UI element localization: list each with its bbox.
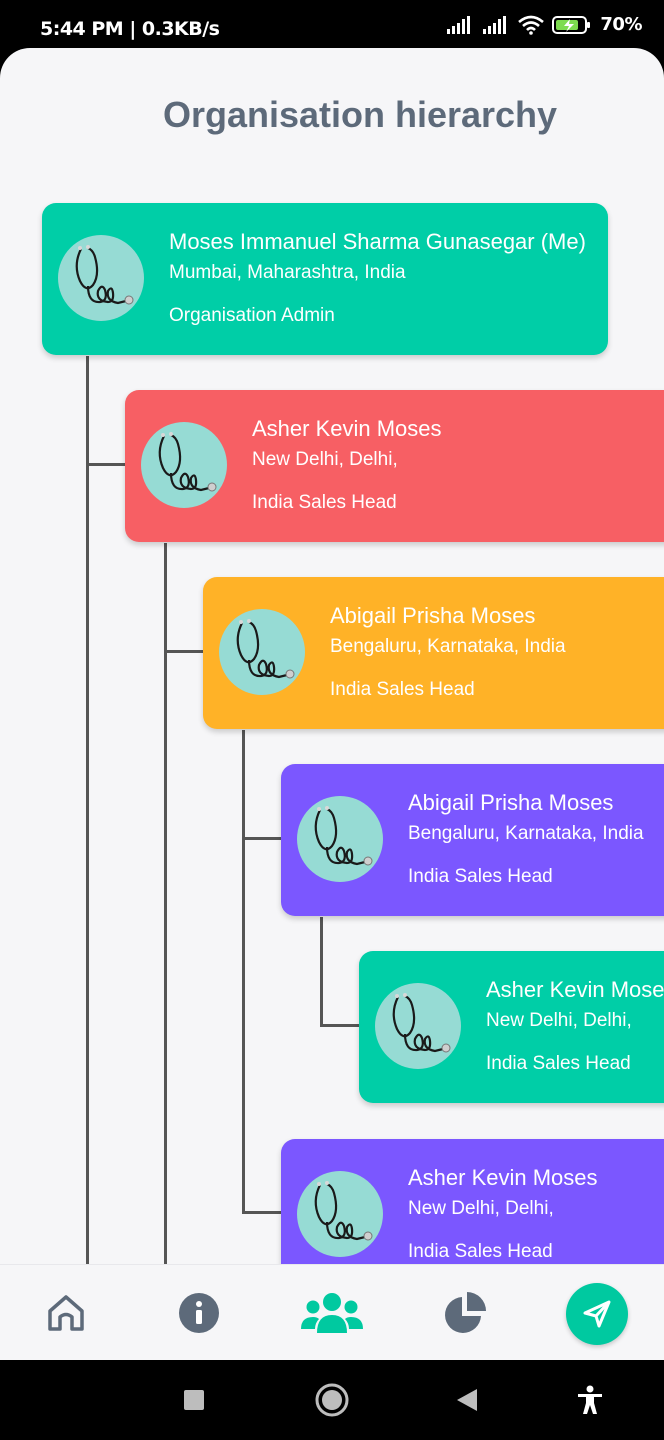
- connector-line: [242, 730, 245, 1214]
- node-role: India Sales Head: [408, 1241, 553, 1262]
- org-node-card[interactable]: Asher Kevin Moses New Delhi, Delhi, Indi…: [125, 390, 664, 542]
- node-role: Organisation Admin: [169, 305, 335, 326]
- avatar: [219, 609, 305, 695]
- node-name: Asher Kevin Moses: [252, 416, 442, 441]
- status-time: 5:44 PM | 0.3KB/s: [40, 18, 220, 40]
- nav-reports[interactable]: [439, 1287, 491, 1339]
- node-location: New Delhi, Delhi,: [486, 1010, 632, 1031]
- avatar: [297, 796, 383, 882]
- stethoscope-icon: [314, 1181, 373, 1241]
- home-icon: [48, 1295, 84, 1331]
- connector-line: [86, 356, 89, 1264]
- org-node-card[interactable]: Asher Kevin Moses New Delhi, Delhi, Indi…: [359, 951, 664, 1103]
- recents-button[interactable]: [174, 1380, 214, 1420]
- connector-line: [86, 463, 126, 466]
- battery-icon: [552, 15, 591, 34]
- back-icon: [457, 1389, 477, 1411]
- connector-line: [242, 1211, 282, 1214]
- avatar: [375, 983, 461, 1069]
- node-name: Abigail Prisha Moses: [408, 790, 614, 815]
- node-location: Bengaluru, Karnataka, India: [408, 823, 644, 844]
- connector-line: [242, 837, 282, 840]
- battery-percent: 70%: [600, 14, 642, 35]
- pie-chart-icon: [445, 1292, 486, 1333]
- org-tree: Moses Immanuel Sharma Gunasegar (Me) Mum…: [0, 48, 664, 1264]
- node-role: India Sales Head: [408, 866, 553, 887]
- node-name: Asher Kevin Moses: [408, 1165, 598, 1190]
- node-name: Moses Immanuel Sharma Gunasegar (Me): [169, 229, 586, 254]
- home-system-button[interactable]: [312, 1380, 352, 1420]
- org-node-card[interactable]: Abigail Prisha Moses Bengaluru, Karnatak…: [203, 577, 664, 729]
- system-nav-bar: [0, 1360, 664, 1440]
- signal-icon-2: [483, 15, 507, 34]
- stethoscope-icon: [314, 806, 373, 866]
- page-title: Organisation hierarchy: [162, 94, 558, 135]
- stethoscope-icon: [392, 993, 451, 1053]
- send-button[interactable]: [566, 1283, 628, 1345]
- node-role: India Sales Head: [330, 679, 475, 700]
- status-icons: 70%: [446, 14, 642, 35]
- connector-line: [164, 650, 204, 653]
- wifi-icon: [518, 15, 545, 35]
- node-location: Bengaluru, Karnataka, India: [330, 636, 566, 657]
- stethoscope-icon: [236, 619, 295, 679]
- nav-info[interactable]: [173, 1287, 225, 1339]
- connector-line: [164, 543, 167, 1264]
- node-location: Mumbai, Maharashtra, India: [169, 262, 406, 283]
- avatar: [141, 422, 227, 508]
- accessibility-button[interactable]: [570, 1380, 610, 1420]
- avatar: [297, 1171, 383, 1257]
- stethoscope-icon: [75, 245, 134, 305]
- bottom-nav: [0, 1264, 664, 1360]
- org-node-card[interactable]: Abigail Prisha Moses Bengaluru, Karnatak…: [281, 764, 664, 916]
- node-role: India Sales Head: [252, 492, 397, 513]
- send-icon: [583, 1300, 611, 1328]
- info-icon: [179, 1293, 219, 1333]
- avatar: [58, 235, 144, 321]
- node-name: Abigail Prisha Moses: [330, 603, 536, 628]
- back-button[interactable]: [447, 1380, 487, 1420]
- recents-icon: [184, 1390, 204, 1410]
- users-icon: [301, 1293, 363, 1333]
- node-location: New Delhi, Delhi,: [252, 449, 398, 470]
- app-screen: Organisation hierarchy Moses Immanuel Sh…: [0, 48, 664, 1360]
- node-role: India Sales Head: [486, 1053, 631, 1074]
- nav-home[interactable]: [40, 1287, 92, 1339]
- connector-line: [320, 1024, 360, 1027]
- node-location: New Delhi, Delhi,: [408, 1198, 554, 1219]
- connector-line: [320, 917, 323, 1027]
- node-name: Asher Kevin Moses: [486, 977, 664, 1002]
- signal-icon: [447, 15, 471, 34]
- accessibility-icon: [578, 1385, 602, 1414]
- stethoscope-icon: [158, 432, 217, 492]
- home-circle-icon: [315, 1383, 349, 1417]
- nav-users[interactable]: [300, 1287, 364, 1339]
- org-node-card[interactable]: Moses Immanuel Sharma Gunasegar (Me) Mum…: [42, 203, 608, 355]
- org-node-card[interactable]: Asher Kevin Moses New Delhi, Delhi, Indi…: [281, 1139, 664, 1264]
